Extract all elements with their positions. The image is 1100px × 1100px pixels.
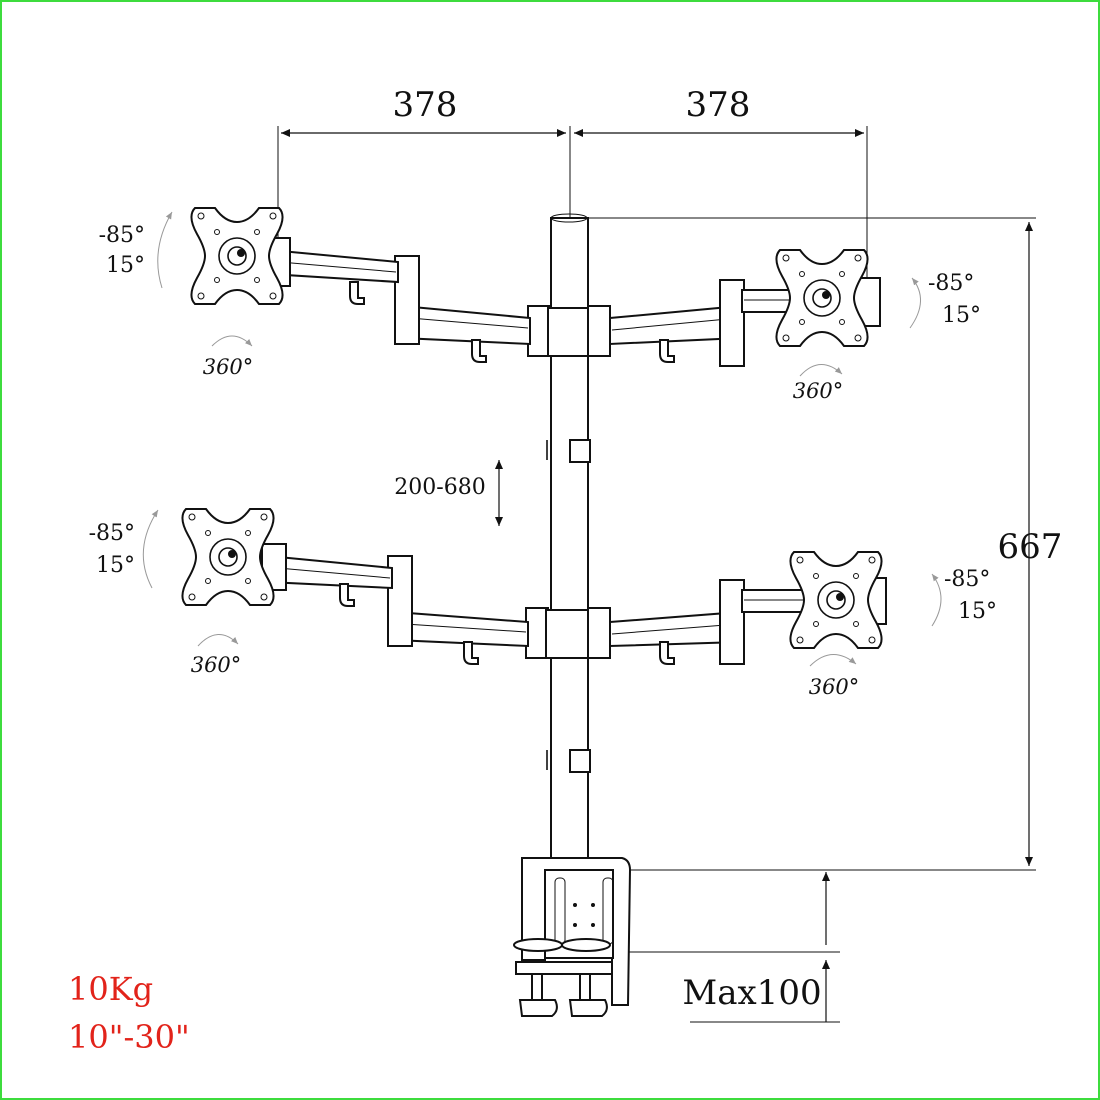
upper-arm-assembly <box>190 207 881 367</box>
rotation-arcs <box>142 211 942 667</box>
dimension-height-adjust: 200-680 <box>394 475 485 500</box>
rotation-top-left: 360° <box>203 355 254 379</box>
tilt-up-top-right: -85° <box>928 271 974 296</box>
spec-weight: 10Kg <box>68 970 153 1008</box>
lower-arm-assembly <box>181 508 887 665</box>
dimension-arm-right: 378 <box>686 85 751 125</box>
tilt-up-bottom-left: -85° <box>89 521 135 546</box>
rotation-bottom-left: 360° <box>191 653 242 677</box>
spec-screen-size: 10"-30" <box>68 1018 190 1056</box>
rotation-bottom-right: 360° <box>809 675 860 699</box>
dimension-lines <box>277 126 1036 1023</box>
dimension-height: 667 <box>998 527 1063 567</box>
dimension-arm-left: 378 <box>393 85 458 125</box>
tilt-down-bottom-left: 15° <box>96 553 135 578</box>
tilt-down-top-left: 15° <box>106 253 145 278</box>
tilt-up-top-left: -85° <box>99 223 145 248</box>
tilt-down-bottom-right: 15° <box>958 599 997 624</box>
tilt-down-top-right: 15° <box>942 303 981 328</box>
tilt-up-bottom-right: -85° <box>944 567 990 592</box>
desk-clamp <box>513 857 632 1017</box>
rotation-top-right: 360° <box>793 379 844 403</box>
dimension-clamp-max: Max100 <box>682 973 821 1013</box>
